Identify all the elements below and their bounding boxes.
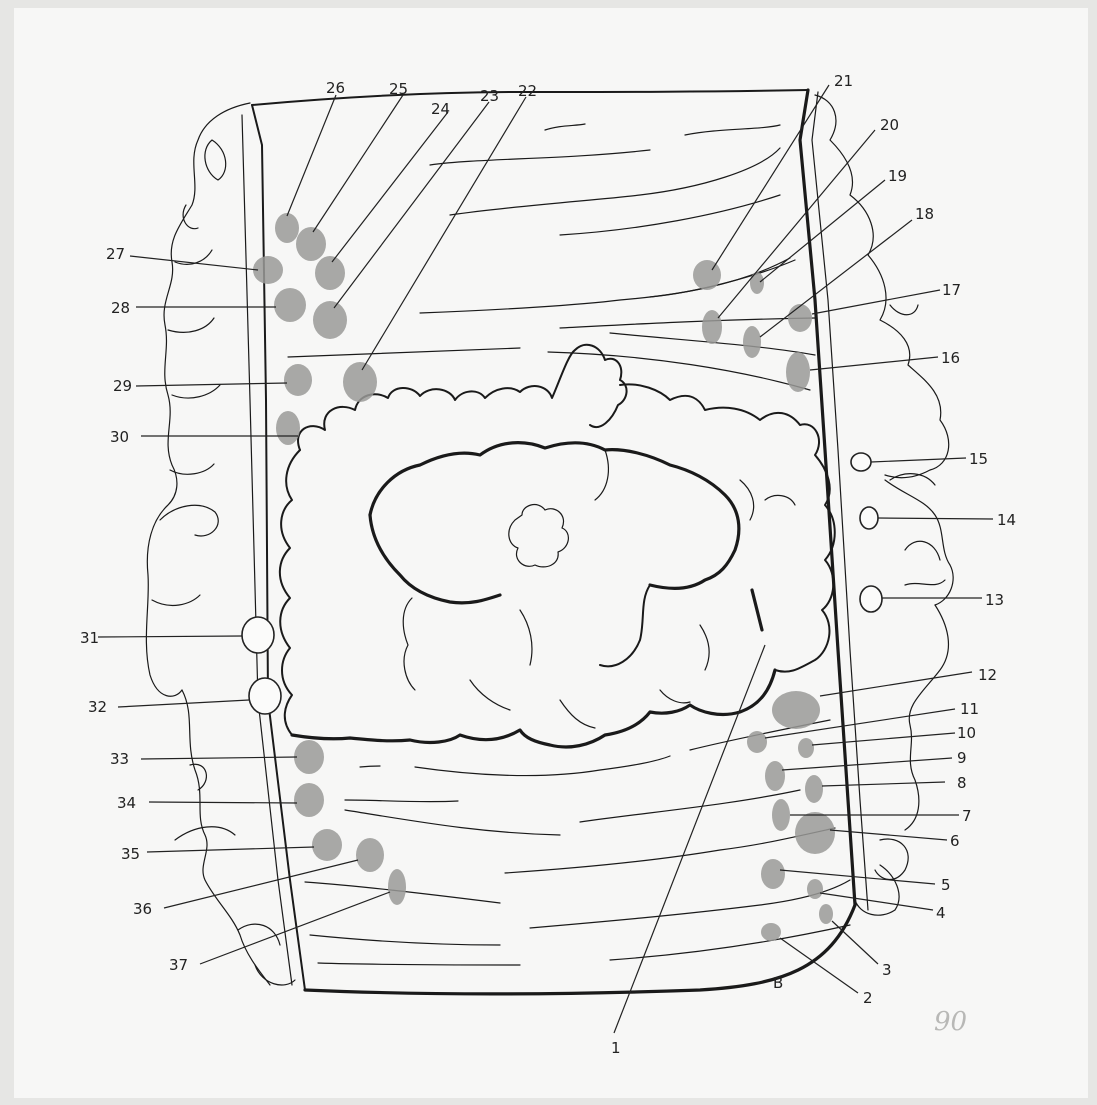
label-31: 31 — [80, 629, 99, 647]
label-21: 21 — [834, 72, 853, 90]
label-13: 13 — [985, 591, 1004, 609]
node-14 — [860, 507, 878, 529]
node-25 — [296, 227, 326, 261]
label-8: 8 — [957, 774, 967, 792]
node-9 — [765, 761, 785, 791]
node-21 — [693, 260, 721, 290]
label-37: 37 — [169, 956, 188, 974]
label-34: 34 — [117, 794, 136, 812]
plate-paper: 1 2 3 4 5 6 7 8 9 10 11 12 13 14 15 16 1… — [14, 8, 1088, 1098]
node-10 — [798, 738, 814, 758]
node-6 — [795, 812, 835, 854]
node-35 — [312, 829, 342, 861]
node-7 — [772, 799, 790, 831]
node-32 — [249, 678, 281, 714]
node-33 — [294, 740, 324, 774]
node-13 — [860, 586, 882, 612]
node-36 — [356, 838, 384, 872]
node-17 — [788, 304, 812, 332]
label-14: 14 — [997, 511, 1016, 529]
node-2 — [761, 923, 781, 941]
label-20: 20 — [880, 116, 899, 134]
label-1: 1 — [611, 1039, 621, 1057]
label-33: 33 — [110, 750, 129, 768]
label-17: 17 — [942, 281, 961, 299]
label-32: 32 — [88, 698, 107, 716]
node-34 — [294, 783, 324, 817]
label-35: 35 — [121, 845, 140, 863]
node-12 — [772, 691, 820, 729]
open-nodes — [242, 453, 882, 714]
label-2: 2 — [863, 989, 873, 1007]
node-26 — [275, 213, 299, 243]
label-26: 26 — [326, 79, 345, 97]
node-4 — [807, 879, 823, 899]
number-labels: 1 2 3 4 5 6 7 8 9 10 11 12 13 14 15 16 1… — [80, 72, 1016, 1057]
leader-lines — [98, 85, 993, 1033]
label-11: 11 — [960, 700, 979, 718]
label-10: 10 — [957, 724, 976, 742]
label-18: 18 — [915, 205, 934, 223]
left-fat-outline — [146, 103, 295, 985]
page-number: 90 — [934, 1007, 967, 1037]
label-4: 4 — [936, 904, 946, 922]
node-22 — [343, 362, 377, 402]
node-8 — [805, 775, 823, 803]
specimen-body — [242, 90, 868, 994]
label-28: 28 — [111, 299, 130, 317]
label-b: B — [773, 974, 783, 992]
node-37 — [388, 869, 406, 905]
label-25: 25 — [389, 80, 408, 98]
node-16 — [786, 352, 810, 392]
node-29 — [284, 364, 312, 396]
node-30 — [276, 411, 300, 445]
lymph-nodes — [253, 213, 835, 941]
node-11 — [747, 731, 767, 753]
label-23: 23 — [480, 87, 499, 105]
label-15: 15 — [969, 450, 988, 468]
node-31 — [242, 617, 274, 653]
node-3 — [819, 904, 833, 924]
node-24 — [315, 256, 345, 290]
node-20 — [702, 310, 722, 344]
label-22: 22 — [518, 82, 537, 100]
label-29: 29 — [113, 377, 132, 395]
node-23 — [313, 301, 347, 339]
anatomical-drawing: 1 2 3 4 5 6 7 8 9 10 11 12 13 14 15 16 1… — [14, 8, 1088, 1098]
node-5 — [761, 859, 785, 889]
label-5: 5 — [941, 876, 951, 894]
label-16: 16 — [941, 349, 960, 367]
node-15 — [851, 453, 871, 471]
label-7: 7 — [962, 807, 972, 825]
label-24: 24 — [431, 100, 450, 118]
label-30: 30 — [110, 428, 129, 446]
label-6: 6 — [950, 832, 960, 850]
label-3: 3 — [882, 961, 892, 979]
node-18 — [743, 326, 761, 358]
label-27: 27 — [106, 245, 125, 263]
label-9: 9 — [957, 749, 967, 767]
label-12: 12 — [978, 666, 997, 684]
node-28 — [274, 288, 306, 322]
label-36: 36 — [133, 900, 152, 918]
lobulated-tumor-mass — [280, 345, 835, 747]
node-19 — [750, 272, 764, 294]
label-19: 19 — [888, 167, 907, 185]
